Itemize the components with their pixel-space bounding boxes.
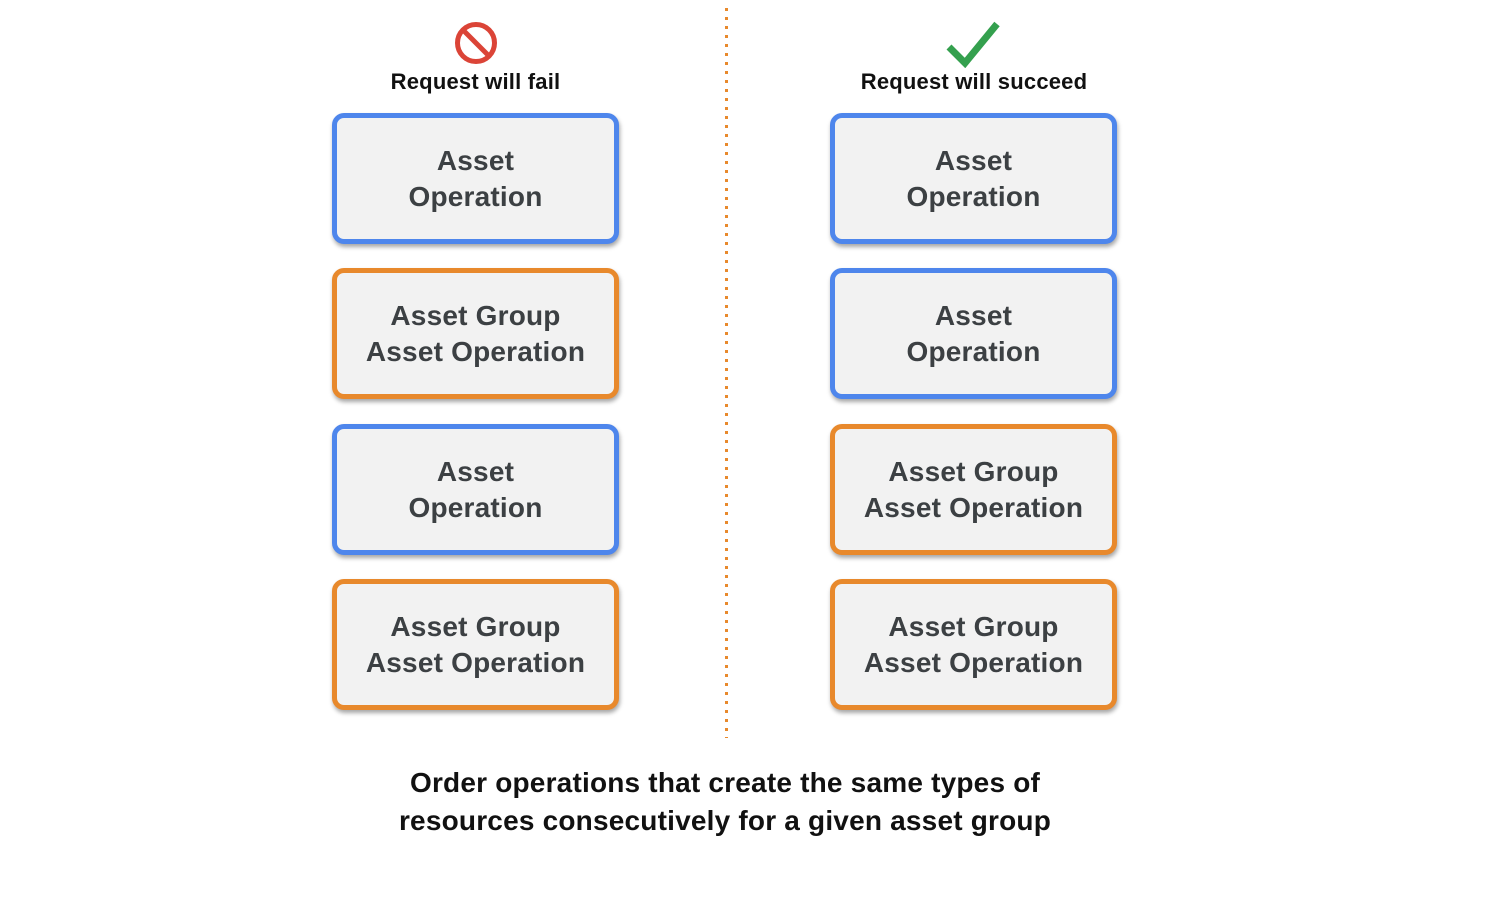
box-label-line: Asset Group bbox=[390, 299, 561, 331]
asset-operation-box: Asset Operation bbox=[830, 113, 1117, 244]
caption-line: resources consecutively for a given asse… bbox=[398, 805, 1052, 836]
box-label-line: Asset bbox=[436, 455, 515, 487]
box-label-line: Asset Operation bbox=[365, 646, 586, 678]
fail-column-title: Request will fail bbox=[390, 69, 561, 94]
diagram-caption: Order operations that create the same ty… bbox=[125, 764, 1325, 840]
box-label-line: Operation bbox=[906, 180, 1041, 212]
box-label-line: Asset Group bbox=[390, 610, 561, 642]
box-label-line: Asset bbox=[436, 144, 515, 176]
succeed-column-title: Request will succeed bbox=[860, 69, 1088, 94]
asset-group-asset-operation-box: Asset Group Asset Operation bbox=[830, 424, 1117, 555]
box-label-line: Operation bbox=[906, 335, 1041, 367]
box-label-line: Asset Group bbox=[888, 610, 1059, 642]
caption-line: Order operations that create the same ty… bbox=[409, 767, 1041, 798]
asset-group-asset-operation-box: Asset Group Asset Operation bbox=[830, 579, 1117, 710]
check-icon bbox=[946, 21, 1000, 68]
asset-operation-box: Asset Operation bbox=[332, 424, 619, 555]
prohibited-icon bbox=[455, 22, 497, 64]
asset-operation-box: Asset Operation bbox=[332, 113, 619, 244]
asset-group-asset-operation-box: Asset Group Asset Operation bbox=[332, 268, 619, 399]
box-label-line: Asset Group bbox=[888, 455, 1059, 487]
box-label-line: Operation bbox=[408, 491, 543, 523]
box-label-line: Asset bbox=[934, 299, 1013, 331]
column-divider bbox=[725, 8, 728, 738]
asset-operation-box: Asset Operation bbox=[830, 268, 1117, 399]
box-label-line: Asset Operation bbox=[863, 491, 1084, 523]
box-label-line: Asset bbox=[934, 144, 1013, 176]
box-label-line: Asset Operation bbox=[365, 335, 586, 367]
box-label-line: Asset Operation bbox=[863, 646, 1084, 678]
asset-group-asset-operation-box: Asset Group Asset Operation bbox=[332, 579, 619, 710]
box-label-line: Operation bbox=[408, 180, 543, 212]
